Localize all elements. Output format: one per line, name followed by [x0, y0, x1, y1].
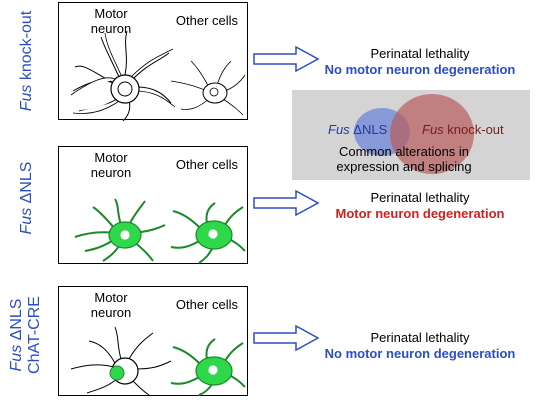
arrow-dnls-chat	[253, 324, 320, 352]
arrow-dnls	[253, 189, 320, 217]
row-label-dnls: Fus ΔNLS	[18, 134, 36, 262]
venn-label-gene: Fus	[328, 122, 350, 137]
outcome-line1: Perinatal lethality	[370, 330, 470, 345]
row-label-dnls-chat: Fus ΔNLS ChAT-CRE	[8, 277, 44, 393]
panel-dnls-chat: Motor neuron Other cells	[58, 286, 248, 396]
other-cells-caption: Other cells	[175, 13, 239, 28]
panel-knockout: Motor neuron Other cells	[58, 2, 248, 121]
venn-label-gene: Fus	[422, 122, 444, 137]
outcome-line2: No motor neuron degeneration	[324, 346, 516, 361]
venn-circle-knockout	[390, 94, 474, 174]
row-label-gene: Fus	[18, 207, 35, 235]
outcome-line2: No motor neuron degeneration	[324, 62, 516, 77]
venn-circles	[354, 94, 474, 174]
row-label-knockout: Fus knock-out	[18, 2, 36, 120]
other-cell-green	[170, 338, 246, 396]
row-label-gene: Fus	[18, 84, 35, 112]
venn-label-dnls: Fus ΔNLS	[328, 122, 387, 137]
row-label-variant: ΔNLS	[18, 161, 35, 208]
row-label-gene: Fus	[8, 344, 25, 372]
venn-caption: Common alterations in expression and spl…	[336, 144, 472, 174]
outcome-line1: Perinatal lethality	[370, 190, 470, 205]
motor-neuron-caption: Motor neuron	[90, 6, 132, 36]
arrow-knockout	[253, 45, 320, 73]
panel-dnls-chat-cells	[70, 326, 246, 396]
outcome-knockout: Perinatal lethality No motor neuron dege…	[320, 46, 520, 78]
other-cell-outline	[170, 60, 246, 116]
row-label-cre: ChAT-CRE	[26, 296, 43, 374]
venn-box: Fus ΔNLS Fus knock-out Common alteration…	[292, 90, 530, 180]
venn-label-knockout: Fus knock-out	[422, 122, 504, 137]
other-cells-caption: Other cells	[175, 297, 239, 312]
motor-neuron-green	[74, 198, 166, 262]
outcome-dnls: Perinatal lethality Motor neuron degener…	[320, 190, 520, 222]
panel-dnls: Motor neuron Other cells	[58, 146, 248, 264]
motor-neuron-outline	[70, 326, 172, 396]
other-cells-caption: Other cells	[175, 157, 239, 172]
outcome-line2: Motor neuron degeneration	[335, 206, 505, 221]
panel-knockout-cells	[70, 30, 246, 121]
other-cell-green	[170, 202, 246, 264]
outcome-dnls-chat: Perinatal lethality No motor neuron dege…	[320, 330, 520, 362]
row-label-variant: knock-out	[18, 10, 35, 85]
motor-neuron-outline	[70, 30, 176, 121]
outcome-line1: Perinatal lethality	[370, 46, 470, 61]
motor-neuron-caption: Motor neuron	[90, 290, 132, 320]
venn-label-variant: ΔNLS	[349, 122, 388, 137]
row-label-variant: ΔNLS	[8, 298, 25, 345]
panel-dnls-cells	[74, 198, 246, 264]
motor-neuron-caption: Motor neuron	[90, 150, 132, 180]
venn-label-variant: knock-out	[443, 122, 504, 137]
